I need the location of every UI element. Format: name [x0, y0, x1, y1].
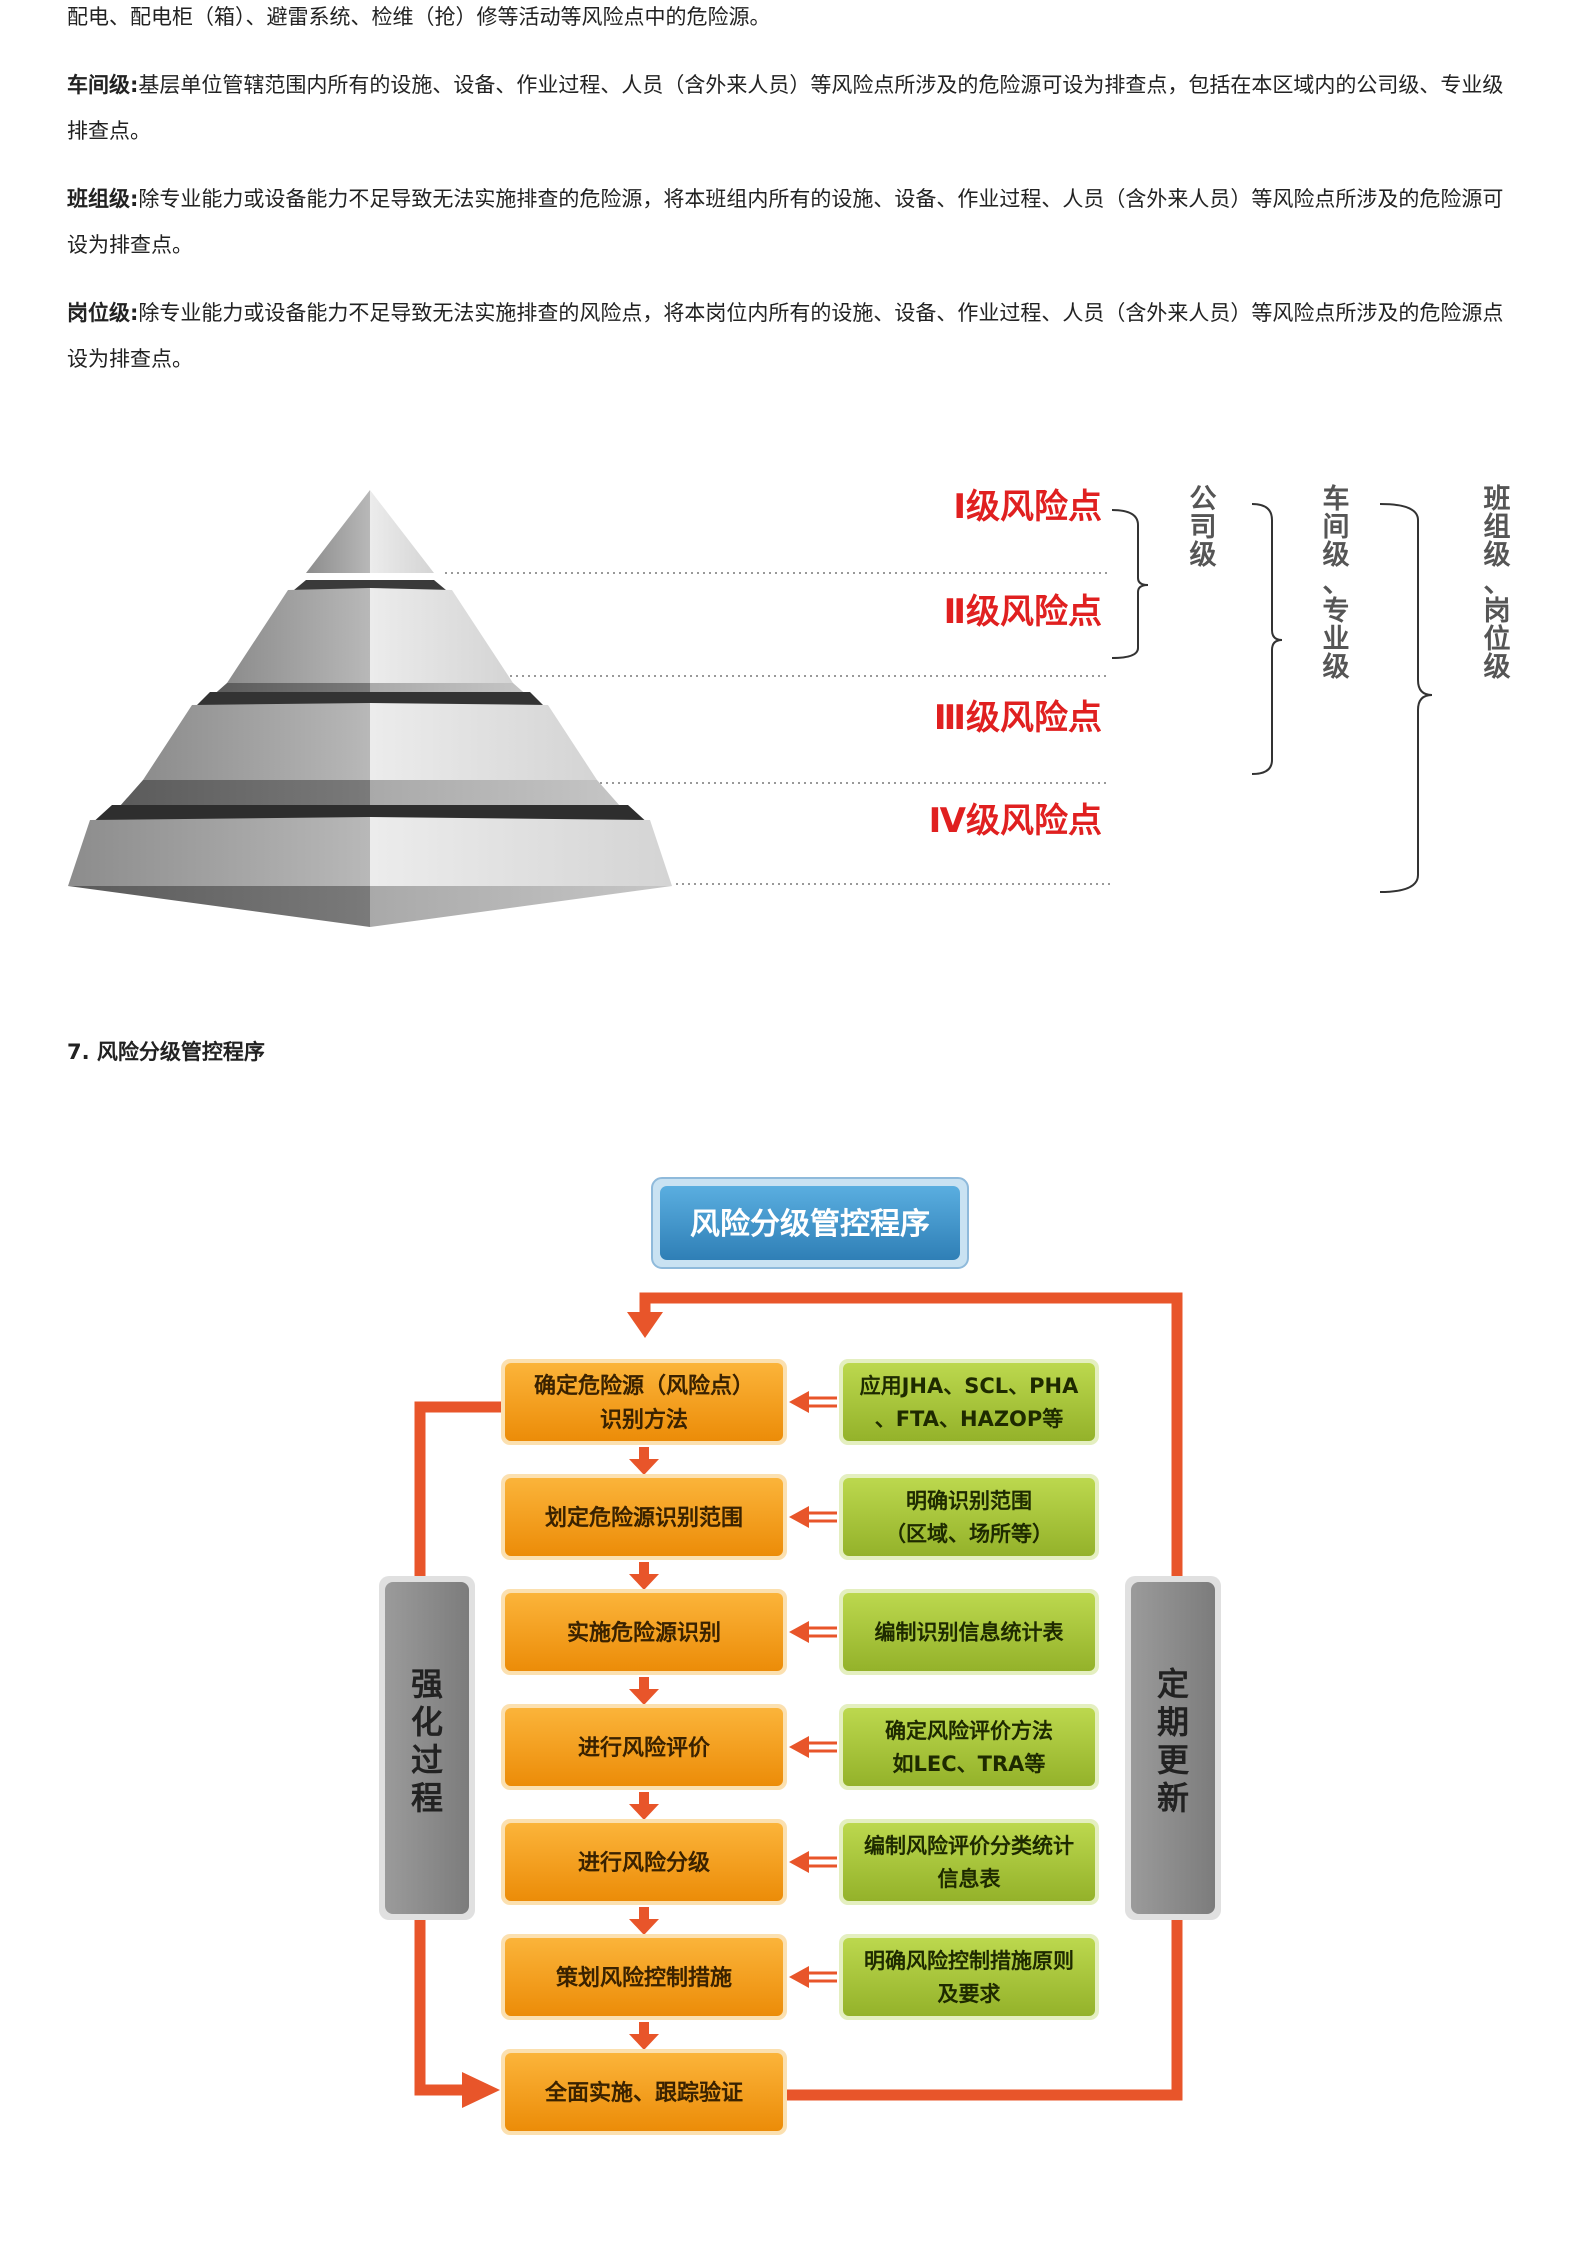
paragraph-label: 车间级: — [67, 73, 139, 97]
note-arrowhead — [789, 1621, 809, 1643]
note-label: 明确识别范围 — [906, 1489, 1032, 1513]
step-label: 确定危险源（风险点） — [534, 1373, 754, 1399]
step-arrowhead — [629, 1804, 659, 1820]
pyramid-separators — [445, 572, 1110, 885]
step-arrow — [639, 1447, 649, 1461]
step-arrowhead — [629, 1919, 659, 1935]
note-label: 编制识别信息统计表 — [875, 1621, 1065, 1645]
flowchart-step: 全面实施、跟踪验证 — [501, 2049, 787, 2135]
pyramid-tier-3 — [112, 703, 628, 815]
risk-control-flowchart: 风险分级管控程序 强化过程 定期更新 确定危险源（风险点） 识别方法划定危险源识别… — [379, 1177, 1221, 2135]
pyramid-tier-2 — [210, 588, 530, 698]
note-box — [843, 1478, 1095, 1556]
note-label: 及要求 — [938, 1982, 1001, 2006]
flowchart-step: 划定危险源识别范围 — [501, 1474, 787, 1590]
bracket-label-company: 公司级 — [1190, 484, 1217, 571]
pyramid-brackets — [1111, 503, 1433, 893]
flowchart-step: 确定危险源（风险点） 识别方法 — [501, 1359, 787, 1475]
note-label: 确定风险评价方法 — [885, 1719, 1053, 1743]
flowchart-note: 应用JHA、SCL、PHA 、FTA、HAZOP等 — [789, 1359, 1099, 1445]
right-bar-label: 定期更新 — [1157, 1665, 1190, 1817]
note-box — [843, 1938, 1095, 2016]
paragraph-post-level: 岗位级:除专业能力或设备能力不足导致无法实施排查的风险点，将本岗位内所有的设施、… — [67, 301, 1504, 371]
step-arrow — [639, 1562, 649, 1576]
step-box — [505, 1363, 783, 1441]
note-arrowhead — [789, 1851, 809, 1873]
left-bar-label: 强化过程 — [411, 1665, 443, 1817]
note-box — [843, 1363, 1095, 1441]
bracket-label-team: 班组级、岗位级 — [1484, 484, 1511, 683]
flowchart-title-box: 风险分级管控程序 — [651, 1177, 969, 1269]
section-heading: 7. 风险分级管控程序 — [67, 1040, 265, 1064]
risk-pyramid-diagram: Ⅰ级风险点 Ⅱ级风险点 Ⅲ级风险点 Ⅳ级风险点 公司级 车间级、专业级 班组级、… — [68, 483, 1511, 927]
note-box — [843, 1823, 1095, 1901]
paragraph-team-level: 班组级:除专业能力或设备能力不足导致无法实施排查的危险源，将本班组内所有的设施、… — [67, 187, 1504, 257]
flowchart-note: 编制识别信息统计表 — [789, 1589, 1099, 1675]
loop-arrowhead-top — [627, 1312, 663, 1338]
pyramid-level-4-label: Ⅳ级风险点 — [929, 801, 1102, 841]
flowchart-title: 风险分级管控程序 — [690, 1207, 930, 1242]
step-arrow — [639, 1677, 649, 1691]
note-label: 应用JHA、SCL、PHA — [860, 1374, 1080, 1398]
bracket-label-workshop: 车间级、专业级 — [1323, 483, 1350, 683]
note-box — [843, 1593, 1095, 1671]
step-label: 划定危险源识别范围 — [545, 1505, 743, 1531]
note-arrowhead — [789, 1736, 809, 1758]
pyramid-level-1-label: Ⅰ级风险点 — [953, 487, 1102, 527]
step-arrow — [639, 1907, 649, 1921]
step-box — [505, 1478, 783, 1556]
step-arrow — [639, 2022, 649, 2036]
pyramid-bracket-labels: 公司级 车间级、专业级 班组级、岗位级 — [1190, 483, 1511, 683]
flowchart-step: 进行风险分级 — [501, 1819, 787, 1935]
flowchart-steps: 确定危险源（风险点） 识别方法划定危险源识别范围实施危险源识别进行风险评价进行风险… — [501, 1359, 787, 2135]
paragraph-label: 班组级: — [67, 187, 139, 211]
pyramid-tier-4 — [68, 817, 672, 927]
step-arrowhead — [629, 1459, 659, 1475]
flowchart-step: 进行风险评价 — [501, 1704, 787, 1820]
pyramid-tier-1 — [306, 490, 434, 573]
note-label: 信息表 — [938, 1867, 1002, 1891]
flowchart-step: 策划风险控制措施 — [501, 1934, 787, 2050]
right-bar-regular-update: 定期更新 — [1125, 1576, 1221, 1920]
step-box — [505, 2053, 783, 2131]
flowchart-step: 实施危险源识别 — [501, 1589, 787, 1705]
pyramid-level-2-label: Ⅱ级风险点 — [944, 592, 1102, 632]
step-arrow — [639, 1792, 649, 1806]
note-label: 明确风险控制措施原则 — [864, 1949, 1074, 1973]
note-arrowhead — [789, 1966, 809, 1988]
paragraph-workshop-level: 车间级:基层单位管辖范围内所有的设施、设备、作业过程、人员（含外来人员）等风险点… — [67, 73, 1504, 143]
loop-arrowhead-bottom — [462, 2072, 500, 2108]
note-label: 如LEC、TRA等 — [893, 1752, 1046, 1776]
step-label: 进行风险分级 — [578, 1850, 710, 1876]
step-box — [505, 1708, 783, 1786]
step-arrowhead — [629, 2034, 659, 2050]
step-label: 识别方法 — [600, 1407, 688, 1433]
note-arrowhead — [789, 1391, 809, 1413]
paragraph-intro: 配电、配电柜（箱）、避雷系统、检维（抢）修等活动等风险点中的危险源。 — [67, 5, 771, 29]
note-label: 、FTA、HAZOP等 — [875, 1407, 1064, 1431]
note-box — [843, 1708, 1095, 1786]
note-label: （区域、场所等） — [885, 1522, 1053, 1546]
pyramid-level-3-label: Ⅲ级风险点 — [934, 698, 1102, 738]
step-box — [505, 1823, 783, 1901]
paragraph-label: 岗位级: — [67, 301, 139, 325]
step-arrowhead — [629, 1689, 659, 1705]
note-label: 编制风险评价分类统计 — [864, 1834, 1074, 1858]
step-arrowhead — [629, 1574, 659, 1590]
flowchart-note: 明确识别范围 （区域、场所等） — [789, 1474, 1099, 1560]
note-arrowhead — [789, 1506, 809, 1528]
left-bar-strengthen-process: 强化过程 — [379, 1576, 475, 1920]
step-box — [505, 1938, 783, 2016]
step-label: 全面实施、跟踪验证 — [544, 2080, 743, 2106]
step-label: 策划风险控制措施 — [556, 1965, 732, 1991]
step-label: 进行风险评价 — [578, 1735, 711, 1761]
step-box — [505, 1593, 783, 1671]
step-label: 实施危险源识别 — [567, 1620, 721, 1646]
